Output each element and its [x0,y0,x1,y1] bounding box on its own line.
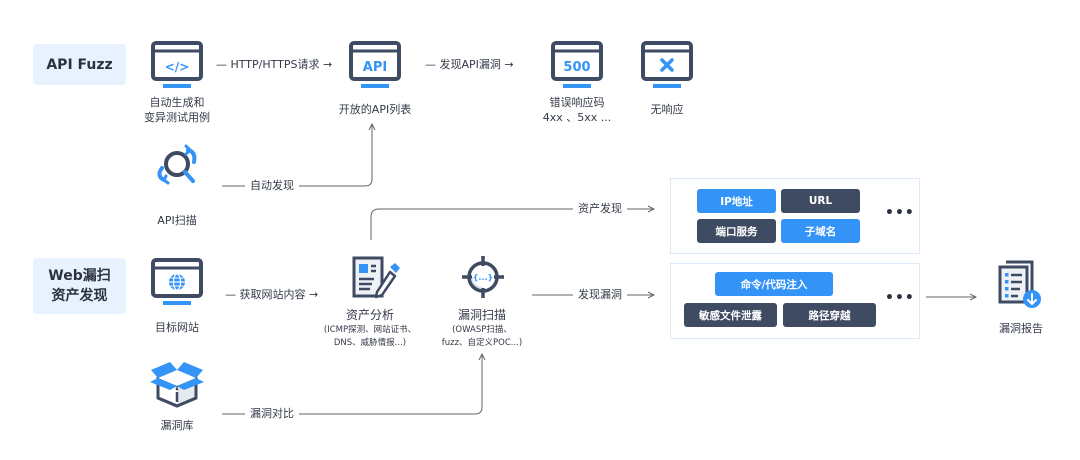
chip-sensitive-leak: 敏感文件泄露 [684,303,777,327]
edge-auto-discover [222,124,372,187]
section-web-scan: Web漏扫 资产发现 [33,258,126,314]
edge-label-api-vuln: — 发现API漏洞 → [420,58,519,72]
error-resp-label-line1: 错误响应码 [549,96,605,109]
generator-label-line2: 变异测试用例 [144,111,210,124]
document-edit-icon [352,256,400,299]
open-box-icon [150,362,204,408]
target-site-label: 目标网站 [155,321,199,334]
svg-text:{...}: {...} [473,273,494,282]
edge-label-fetch: — 获取网站内容 → [220,288,324,302]
edge-label-compare: 漏洞对比 [245,407,299,421]
vuln-scan-label: 漏洞扫描 [457,308,506,322]
api-list-label: 开放的API列表 [338,103,412,116]
edge-label-asset: 资产发现 [573,202,627,216]
edge-label-http: — HTTP/HTTPS请求 → [211,58,338,72]
vuln-scan-sub-line1: (OWASP扫描、 [452,325,512,335]
generator-label-line1: 自动生成和 [149,96,205,109]
section-web-scan-line2: 资产发现 [51,288,108,304]
globe-window-icon [151,258,203,305]
report-download-icon [998,260,1041,308]
api-scan-label: API扫描 [157,214,197,227]
svg-text:</>: </> [165,60,190,74]
asset-analysis-sub-line1: (ICMP探测、网站证书、 [323,325,417,335]
edge-label-auto: 自动发现 [245,179,299,193]
chip-path-traversal: 路径穿越 [783,303,876,327]
section-api-fuzz: API Fuzz [33,44,126,85]
section-api-fuzz-label: API Fuzz [46,56,113,73]
vuln-scan-sub-line2: fuzz、自定义POC...) [441,338,523,348]
chip-subdomain: 子域名 [781,219,860,243]
edge-asset-discovery [370,209,654,240]
edge-vuln-compare [222,354,482,415]
asset-analysis-sub-line2: DNS、威胁情报...) [333,338,407,348]
asset-analysis-sub: (ICMP探测、网站证书、 DNS、威胁情报...) [315,324,425,350]
section-web-scan-line1: Web漏扫 [48,268,111,284]
crosshair-icon: {...} [462,256,504,298]
error-500-window-icon: 500 [551,41,603,88]
svg-text:API: API [363,60,387,75]
vuln-scan-sub: (OWASP扫描、 fuzz、自定义POC...) [427,324,537,350]
search-refresh-icon [157,144,197,185]
error-resp-label: 错误响应码 4xx 、5xx ... [527,95,627,125]
code-window-icon: </> [151,41,203,88]
chip-ip: IP地址 [697,189,776,213]
report-label: 漏洞报告 [999,322,1043,335]
chip-url: URL [781,189,860,213]
vuln-db-label: 漏洞库 [160,419,194,432]
asset-panel: IP地址 URL 端口服务 子域名 ••• [670,178,920,254]
x-window-icon [641,41,693,88]
chip-injection: 命令/代码注入 [715,272,833,296]
generator-label: 自动生成和 变异测试用例 [130,95,224,125]
svg-text:500: 500 [563,60,590,75]
asset-analysis-label: 资产分析 [345,308,394,322]
error-resp-label-line2: 4xx 、5xx ... [542,111,612,124]
edge-label-found: 发现漏洞 [573,288,627,302]
api-window-icon: API [349,41,401,88]
no-resp-label: 无响应 [650,103,684,116]
vuln-more-dots: ••• [885,290,915,306]
chip-port-service: 端口服务 [697,219,776,243]
asset-more-dots: ••• [885,205,915,221]
vuln-panel: 命令/代码注入 敏感文件泄露 路径穿越 ••• [670,263,920,339]
